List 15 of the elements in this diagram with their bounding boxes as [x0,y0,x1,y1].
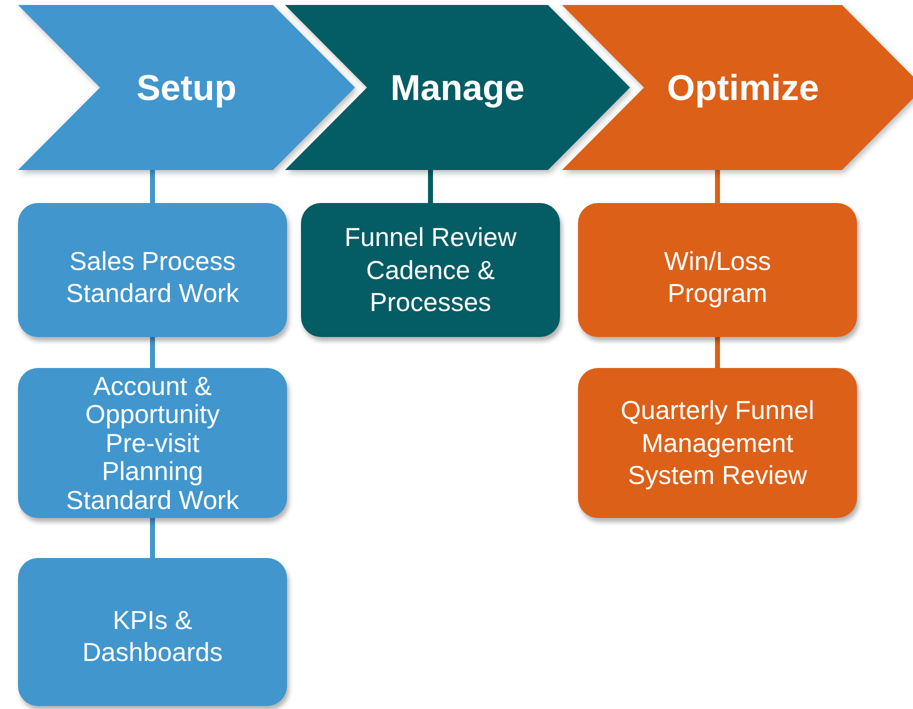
stage-title: Manage [390,66,525,108]
connector-line [150,518,155,558]
stage-title: Optimize [666,66,819,108]
connector-line [150,170,155,203]
process-box: Quarterly Funnel Management System Review [578,368,857,518]
connector-line [715,170,720,203]
process-box: Account & Opportunity Pre-visit Planning Standard Work [18,368,287,518]
connector-line [715,337,720,368]
stage-title: Setup [136,66,236,108]
connector-line [150,337,155,368]
process-box: KPIs & Dashboards [18,558,287,706]
connector-line [428,170,433,203]
process-box: Funnel Review Cadence & Processes [301,203,560,337]
process-box: Sales Process Standard Work [18,203,287,337]
process-box: Win/Loss Program [578,203,857,337]
